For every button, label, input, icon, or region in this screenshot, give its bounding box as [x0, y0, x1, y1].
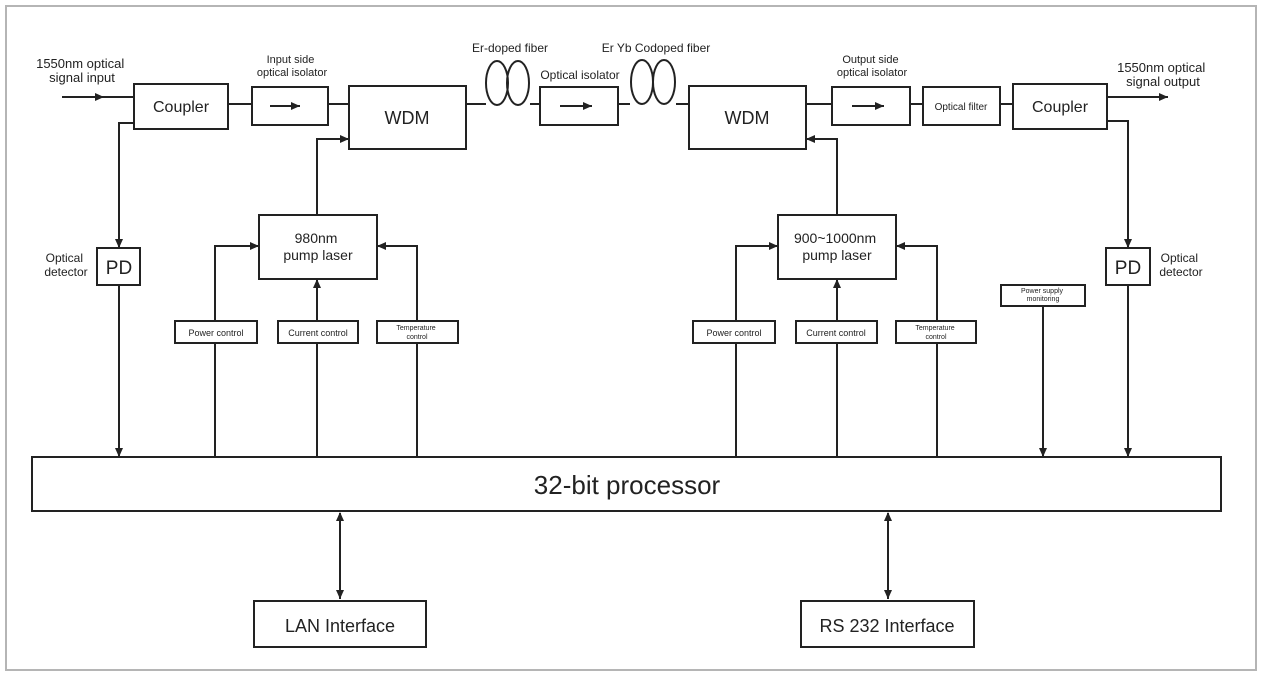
pd-left-tap [115, 122, 134, 248]
power-control-left-label: Power control [188, 328, 243, 338]
current-control-right-label: Current control [806, 328, 866, 338]
input-coupler-box [133, 83, 229, 130]
pump-laser-left-box [258, 214, 378, 280]
wdm-right-box [688, 85, 807, 150]
lan-interface-box [253, 600, 427, 648]
rs232-interface-label: RS 232 Interface [819, 616, 954, 636]
wdm-left-label: WDM [385, 108, 430, 128]
input-optical-isolator [251, 86, 329, 126]
power-supply-monitoring-label: Power supply monitoring [1021, 288, 1065, 303]
lan-interface-label: LAN Interface [285, 616, 395, 636]
wdm-right-label: WDM [725, 108, 770, 128]
optical-detector-left-label: Optical detector [44, 251, 87, 279]
pd-left-label: PD [106, 258, 132, 279]
temperature-control-left-arrow [377, 242, 418, 321]
input-signal-label: 1550nm optical signal input [36, 56, 128, 85]
pump-laser-right-label: 900~1000nm pump laser [794, 230, 880, 263]
pump-left-to-wdm [316, 135, 349, 215]
eryb-codoped-fiber-label: Er Yb Codoped fiber [602, 41, 711, 55]
power-control-left-arrow [214, 242, 259, 321]
pd-left-box [96, 247, 141, 286]
optical-filter-label: Optical filter [935, 102, 988, 113]
er-doped-fiber-label: Er-doped fiber [472, 41, 548, 55]
rs232-interface-box [800, 600, 975, 648]
temperature-control-left-label: Temperature control [396, 325, 437, 341]
output-coupler-label: Coupler [1032, 99, 1089, 116]
output-signal-label: 1550nm optical signal output [1117, 60, 1209, 89]
pd-right-label: PD [1115, 258, 1141, 279]
input-coupler-label: Coupler [153, 99, 210, 116]
wdm-left-box [348, 85, 467, 150]
processor-label: 32-bit processor [534, 470, 721, 500]
pump-right-to-wdm [806, 135, 838, 215]
temperature-control-right-arrow [896, 242, 938, 321]
input-isolator-label: Input side optical isolator [257, 54, 328, 79]
power-control-right-arrow [735, 242, 778, 321]
power-control-right-box [692, 320, 776, 344]
current-control-left-label: Current control [288, 328, 348, 338]
optical-detector-right-label: Optical detector [1159, 251, 1202, 279]
processor-box [31, 456, 1222, 512]
optical-path [62, 93, 1168, 105]
output-coupler-box [1012, 83, 1108, 130]
optical-filter-box [922, 86, 1001, 126]
temperature-control-right-label: Temperature control [915, 325, 956, 341]
pump-laser-left-label: 980nm pump laser [283, 230, 353, 263]
er-doped-fiber-coil [485, 60, 530, 106]
pd-right-tap [1107, 120, 1132, 248]
output-isolator-label: Output side optical isolator [837, 54, 908, 79]
power-control-right-label: Power control [706, 328, 761, 338]
middle-isolator-label: Optical isolator [540, 68, 619, 82]
pd-right-box [1105, 247, 1151, 286]
eryb-codoped-fiber-coil [630, 59, 676, 105]
